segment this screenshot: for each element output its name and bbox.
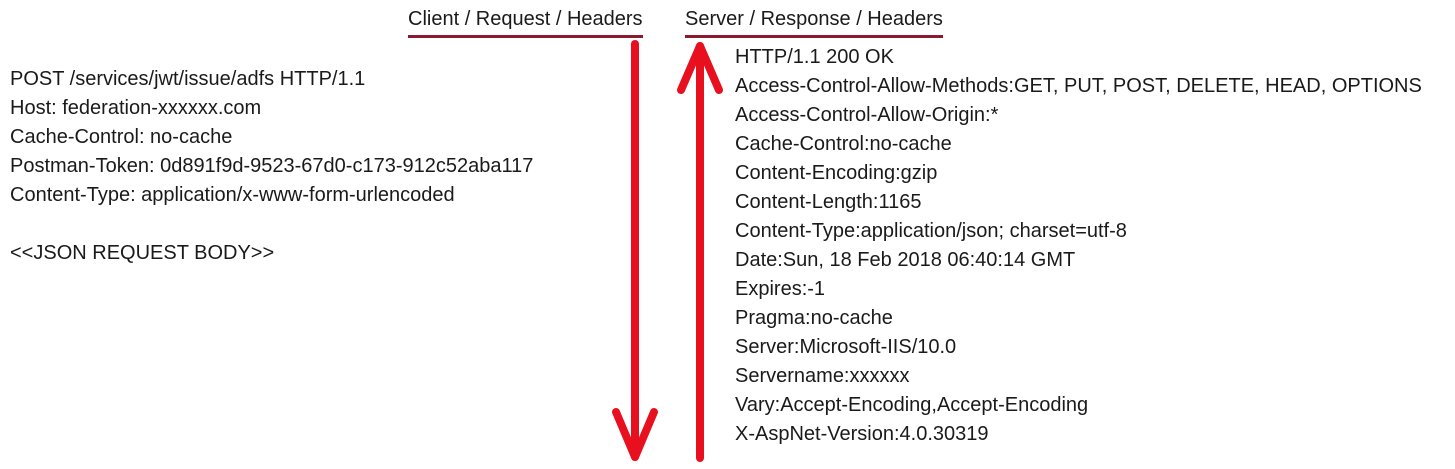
request-headers-block: POST /services/jwt/issue/adfs HTTP/1.1 H… bbox=[10, 65, 533, 268]
request-arrow-head bbox=[612, 408, 658, 461]
request-content-type-header: Content-Type: application/x-www-form-url… bbox=[10, 184, 455, 206]
response-up-arrow bbox=[677, 42, 723, 462]
response-arrow-head bbox=[677, 42, 723, 94]
request-body-placeholder: <<JSON REQUEST BODY>> bbox=[10, 242, 275, 264]
request-blank-line bbox=[10, 210, 533, 239]
response-date-header: Date:Sun, 18 Feb 2018 06:40:14 GMT bbox=[735, 249, 1076, 271]
request-postman-token-header: Postman-Token: 0d891f9d-9523-67d0-c173-9… bbox=[10, 155, 534, 177]
response-content-encoding-header: Content-Encoding:gzip bbox=[735, 162, 938, 184]
request-down-arrow bbox=[612, 40, 658, 461]
response-vary-header: Vary:Accept-Encoding,Accept-Encoding bbox=[735, 394, 1089, 416]
response-server-header: Server:Microsoft-IIS/10.0 bbox=[735, 336, 957, 358]
request-line: POST /services/jwt/issue/adfs HTTP/1.1 bbox=[10, 68, 366, 90]
response-headers-block: HTTP/1.1 200 OK Access-Control-Allow-Met… bbox=[735, 43, 1422, 449]
response-allow-origin-header: Access-Control-Allow-Origin:* bbox=[735, 104, 999, 126]
response-aspnet-version-header: X-AspNet-Version:4.0.30319 bbox=[735, 423, 989, 445]
response-content-type-header: Content-Type:application/json; charset=u… bbox=[735, 220, 1127, 242]
response-pragma-header: Pragma:no-cache bbox=[735, 307, 893, 329]
response-status-line: HTTP/1.1 200 OK bbox=[735, 46, 894, 68]
response-allow-methods-header: Access-Control-Allow-Methods:GET, PUT, P… bbox=[735, 75, 1422, 97]
request-host-header: Host: federation-xxxxxx.com bbox=[10, 97, 262, 119]
request-cache-control-header: Cache-Control: no-cache bbox=[10, 126, 233, 148]
client-request-headers-heading: Client / Request / Headers bbox=[408, 6, 643, 38]
response-expires-header: Expires:-1 bbox=[735, 278, 826, 300]
response-cache-control-header: Cache-Control:no-cache bbox=[735, 133, 952, 155]
server-response-headers-heading: Server / Response / Headers bbox=[685, 6, 943, 38]
response-content-length-header: Content-Length:1165 bbox=[735, 191, 922, 213]
response-servername-header: Servername:xxxxxx bbox=[735, 365, 910, 387]
